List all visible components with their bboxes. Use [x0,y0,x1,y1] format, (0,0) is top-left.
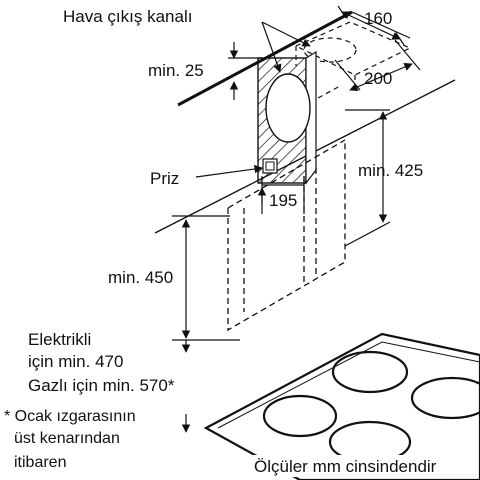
gas-label: Gazlı için min. 570* [28,376,175,395]
dim-200-lines [334,39,421,91]
min-450-label: min. 450 [108,268,173,287]
min-25-lines [228,42,262,100]
min-450-lines [172,215,240,341]
dim-195-label: 195 [269,191,297,210]
min-425-label: min. 425 [358,161,423,180]
footnote-line3: itibaren [14,454,66,471]
footnote-line2: üst kenarından [14,430,120,447]
min-25-label: min. 25 [148,61,204,80]
min-425-lines [344,109,391,247]
dim-160-lines [337,5,405,46]
units-note: Ölçüler mm cinsindendir [254,457,437,476]
burner-back-center [331,350,409,394]
duct-cutout [265,73,311,143]
socket-leader [195,164,263,178]
electric-line2: için min. 470 [28,352,123,371]
dim-200-label: 200 [364,69,392,88]
burner-back-right [410,376,480,420]
socket-label: Priz [150,169,179,188]
dim-160-label: 160 [364,9,392,28]
footnote-line1: * Ocak ızgarasının [4,408,136,425]
air-outlet-leaders [261,21,311,73]
socket-box [262,158,278,174]
burner-front-left [262,394,338,438]
air-outlet-label: Hava çıkış kanalı [63,7,192,26]
dim-195-lines [257,176,305,214]
hood-outline [227,139,346,332]
chimney [257,50,317,185]
electric-line1: Elektrikli [28,330,91,349]
